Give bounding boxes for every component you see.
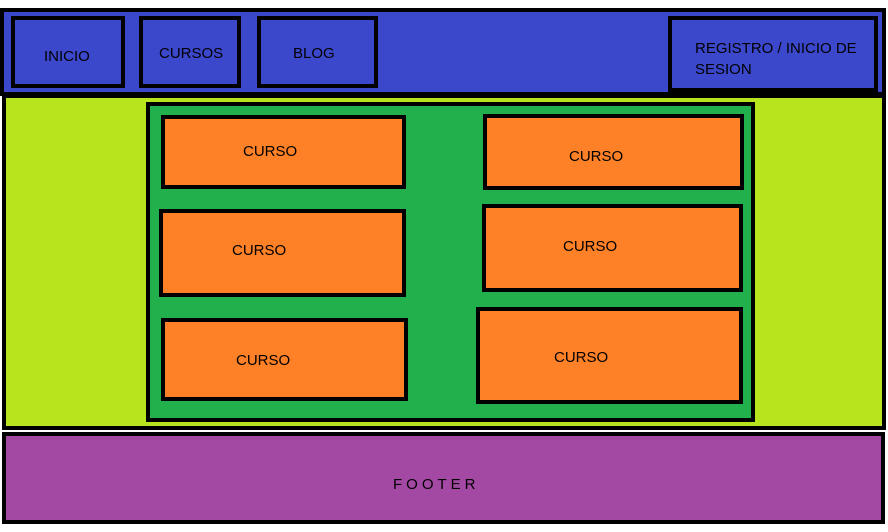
course-card[interactable]: CURSO (161, 318, 408, 401)
course-card[interactable]: CURSO (483, 114, 744, 190)
course-card-label: CURSO (243, 143, 298, 160)
footer-bar: FOOTER (2, 432, 885, 524)
nav-item-label: CURSOS (159, 45, 224, 62)
nav-item-inicio[interactable]: INICIO (11, 16, 125, 88)
course-card-label: CURSO (232, 242, 287, 259)
course-card[interactable]: CURSO (159, 209, 406, 297)
course-card-label: CURSO (569, 148, 624, 165)
nav-item-blog[interactable]: BLOG (257, 16, 378, 88)
login-register-button[interactable]: REGISTRO / INICIO DE SESION (668, 16, 878, 92)
course-card-label: CURSO (554, 349, 609, 366)
footer-label: FOOTER (393, 476, 480, 493)
nav-item-label: INICIO (44, 48, 90, 65)
course-card-label: CURSO (236, 352, 291, 369)
nav-item-label: BLOG (293, 45, 335, 62)
auth-label-line2: SESION (695, 61, 752, 78)
course-card-label: CURSO (563, 238, 618, 255)
course-card[interactable]: CURSO (476, 307, 743, 404)
auth-label-line1: REGISTRO / INICIO DE (695, 40, 857, 57)
nav-item-cursos[interactable]: CURSOS (139, 16, 241, 88)
course-card[interactable]: CURSO (161, 115, 406, 189)
course-card[interactable]: CURSO (482, 204, 743, 292)
